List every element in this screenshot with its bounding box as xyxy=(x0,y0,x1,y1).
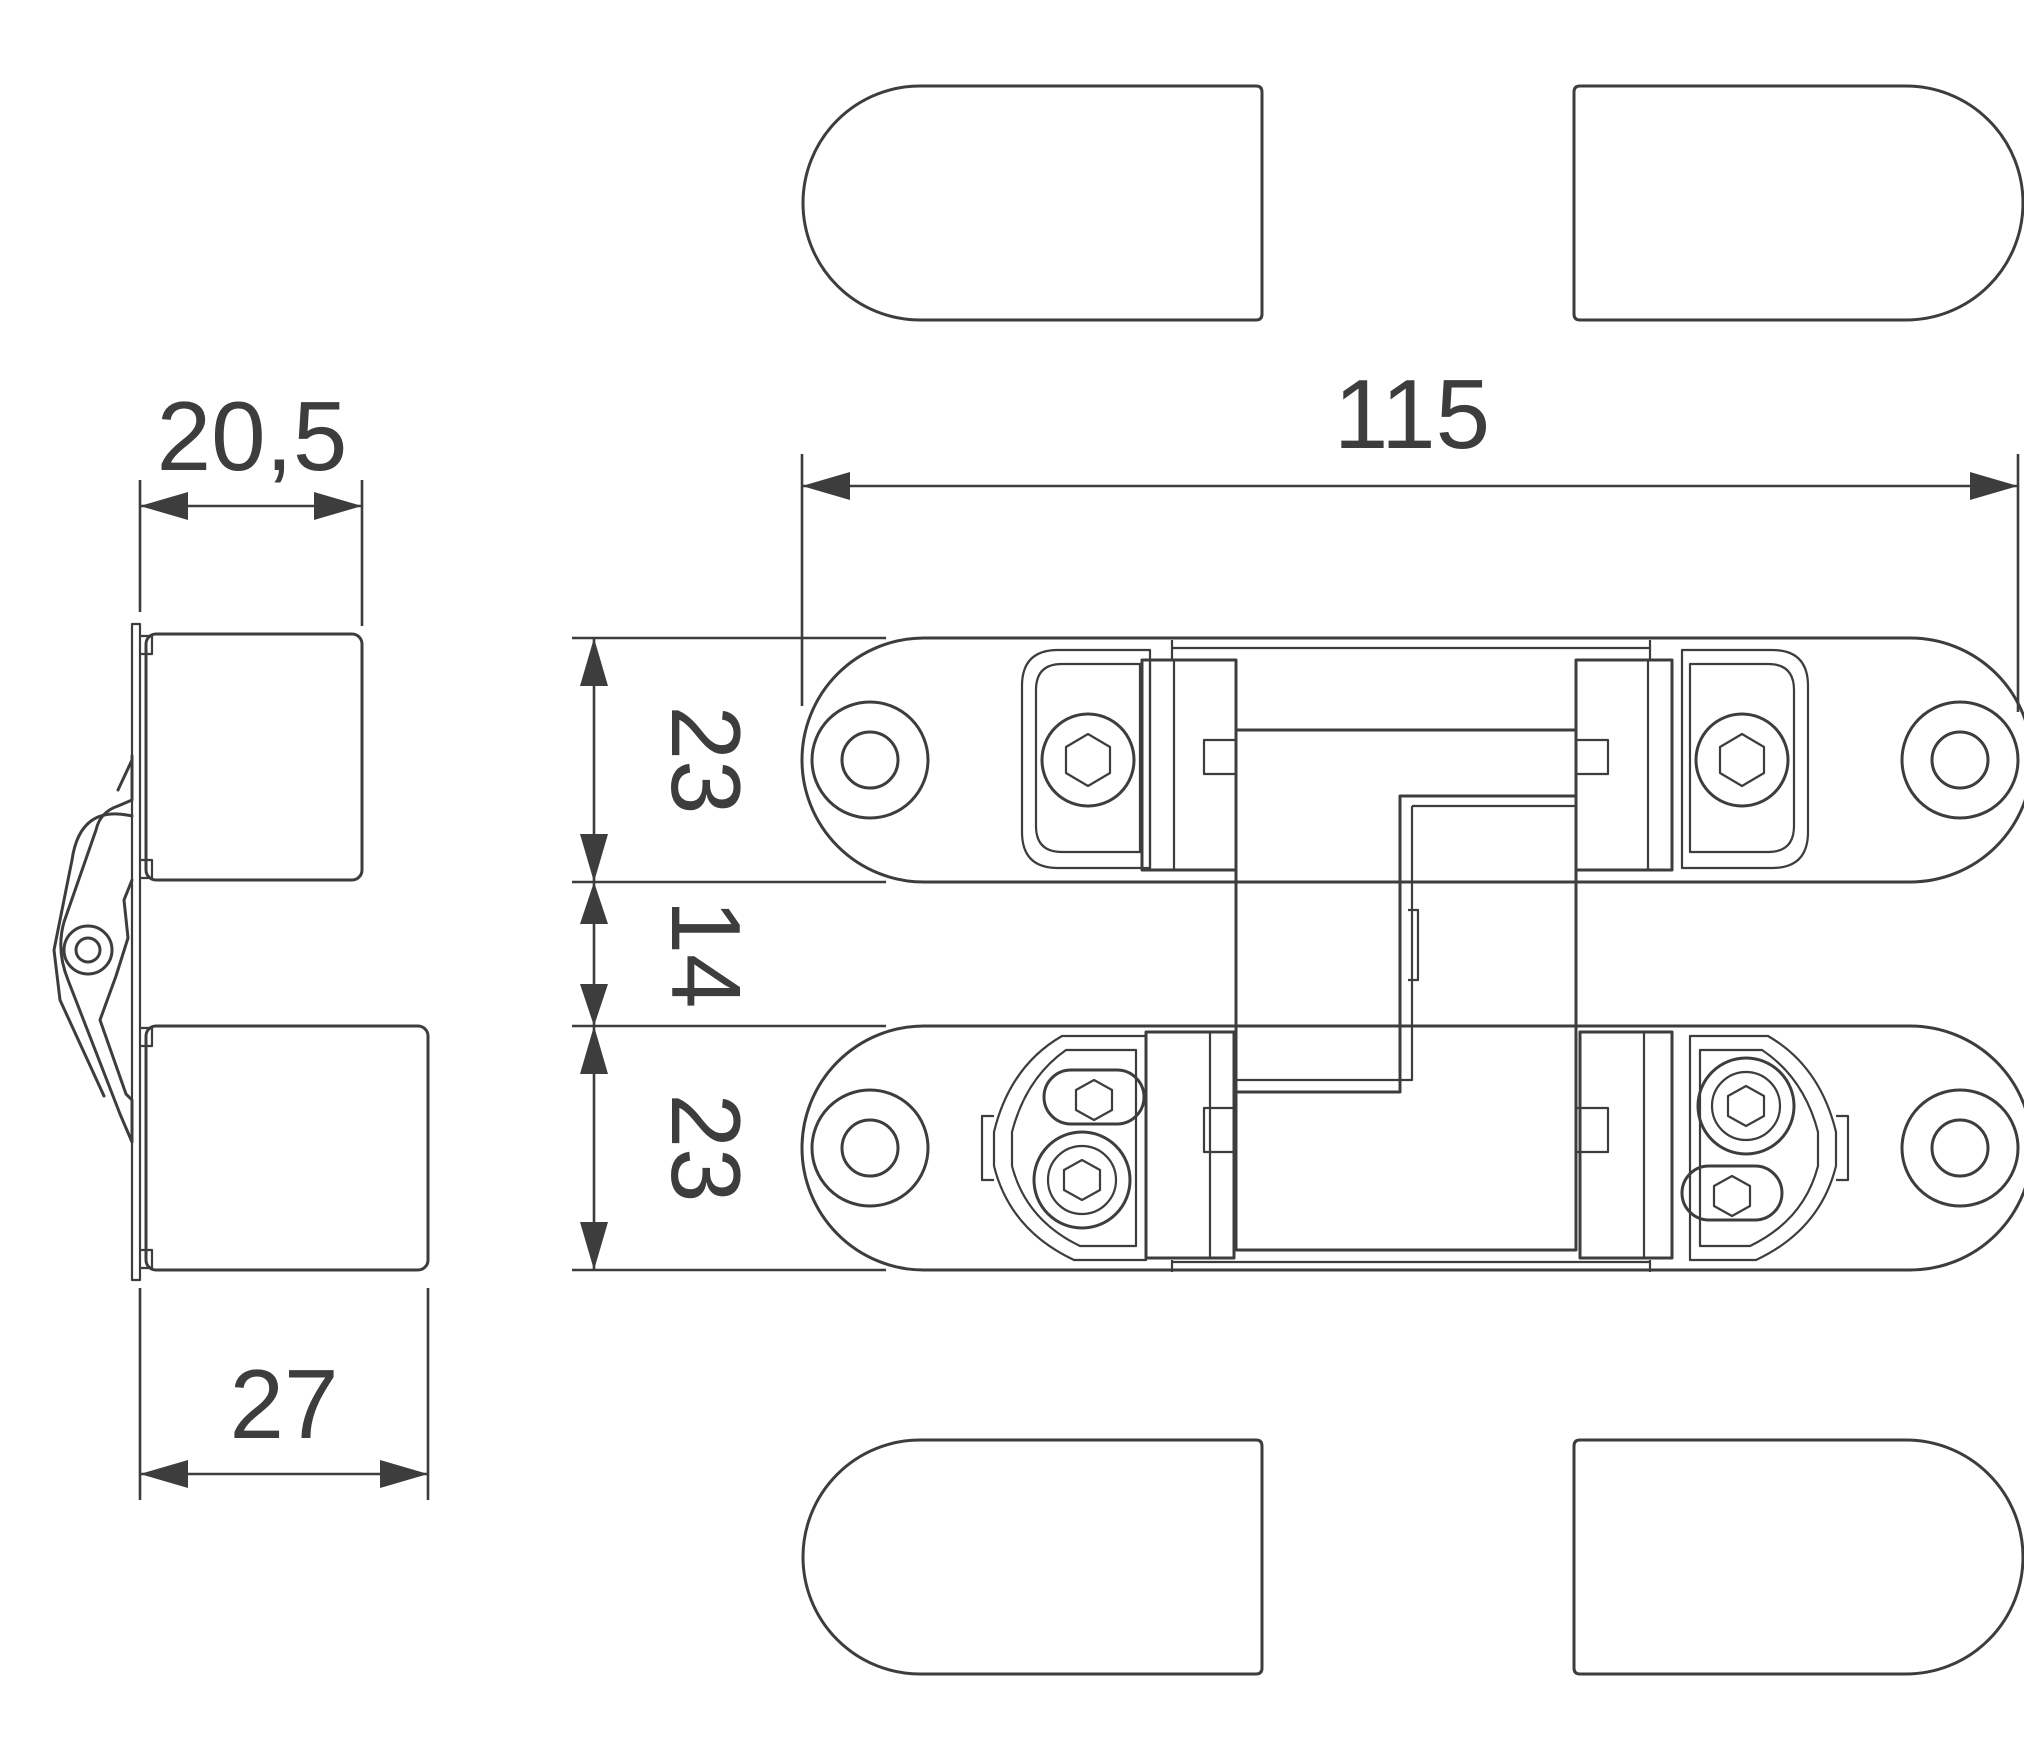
upper-mount-holes xyxy=(810,700,2020,820)
cover-cap-bottom-left xyxy=(801,1438,1264,1676)
front-view xyxy=(800,636,2024,1272)
dimension-lines xyxy=(138,454,2020,1500)
side-lower-body xyxy=(144,1024,430,1272)
dim-upper-leaf-height: 23 xyxy=(651,705,761,814)
side-pivot-pin-inner xyxy=(74,936,102,964)
dim-gap-height: 14 xyxy=(651,899,761,1008)
lower-mount-holes xyxy=(810,1088,2020,1208)
dim-side-bottom-width: 27 xyxy=(229,1349,338,1459)
dim-side-top-width: 20,5 xyxy=(157,381,348,491)
lower-adjusters xyxy=(980,1030,1850,1272)
dim-lower-leaf-height: 23 xyxy=(651,1093,761,1202)
upper-leaf xyxy=(800,636,2024,884)
lower-leaf xyxy=(800,1024,2024,1272)
cover-cap-bottom-right xyxy=(1572,1438,2024,1676)
dim-overall-length: 115 xyxy=(1334,359,1490,469)
hinge-linkage xyxy=(1202,728,1610,1252)
side-view xyxy=(52,622,430,1282)
cover-cap-top-right xyxy=(1572,84,2024,322)
cover-caps xyxy=(801,84,2024,1676)
side-pivot-pin-outer xyxy=(62,924,114,976)
side-upper-body xyxy=(144,632,364,882)
side-mount-plate xyxy=(130,622,142,1282)
cover-cap-top-left xyxy=(801,84,1264,322)
upper-adjusters xyxy=(1020,640,1810,872)
